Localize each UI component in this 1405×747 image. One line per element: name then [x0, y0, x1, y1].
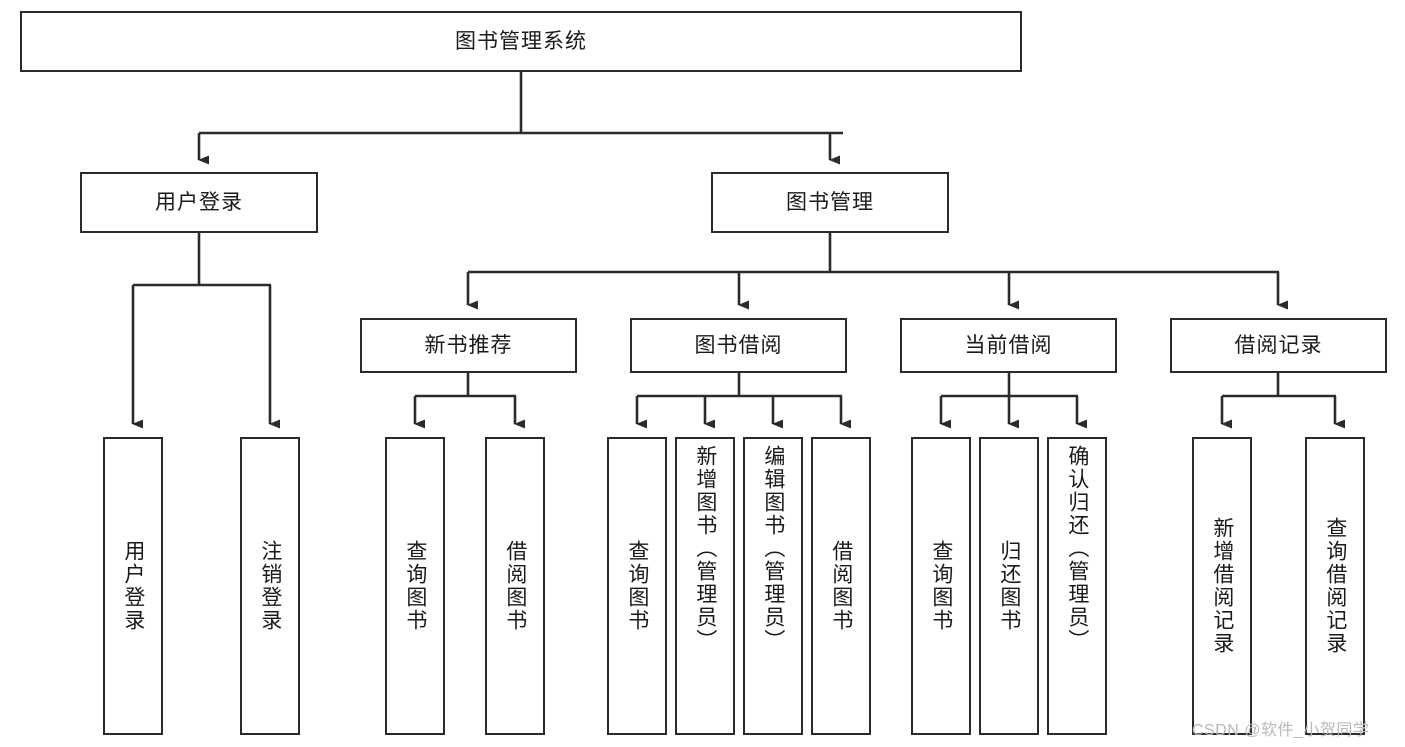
node-borrow-record[interactable]: 借阅记录: [1170, 318, 1387, 373]
node-leaf-query-book-2-label: 查询图书: [625, 540, 649, 632]
node-leaf-query-book-3[interactable]: 查询图书: [911, 437, 971, 735]
node-leaf-borrow-book-2-label: 借阅图书: [829, 540, 853, 632]
node-current-borrow-label: 当前借阅: [964, 333, 1053, 357]
node-leaf-query-record-label: 查询借阅记录: [1323, 517, 1347, 655]
node-leaf-borrow-book-1-label: 借阅图书: [503, 540, 527, 632]
node-current-borrow[interactable]: 当前借阅: [900, 318, 1117, 373]
node-leaf-return-book-label: 归还图书: [997, 540, 1021, 632]
node-new-book-rec-label: 新书推荐: [424, 333, 513, 357]
node-leaf-edit-book[interactable]: 编辑图书（管理员）: [743, 437, 803, 735]
node-leaf-query-book-1[interactable]: 查询图书: [385, 437, 445, 735]
node-root[interactable]: 图书管理系统: [20, 11, 1022, 72]
csdn-watermark: CSDN @软件_小贺同学: [1192, 722, 1370, 739]
node-leaf-query-record[interactable]: 查询借阅记录: [1305, 437, 1365, 735]
node-leaf-logout-login-label: 注销登录: [258, 540, 282, 632]
node-leaf-add-book-label: 新增图书（管理员）: [693, 445, 717, 652]
node-leaf-user-login-label: 用户登录: [121, 540, 145, 632]
node-leaf-borrow-book-1[interactable]: 借阅图书: [485, 437, 545, 735]
node-new-book-rec[interactable]: 新书推荐: [360, 318, 577, 373]
node-root-label: 图书管理系统: [455, 29, 587, 53]
node-book-borrow-label: 图书借阅: [694, 333, 783, 357]
node-leaf-add-record[interactable]: 新增借阅记录: [1192, 437, 1252, 735]
node-leaf-add-book[interactable]: 新增图书（管理员）: [675, 437, 735, 735]
node-user-login[interactable]: 用户登录: [80, 172, 318, 233]
node-leaf-borrow-book-2[interactable]: 借阅图书: [811, 437, 871, 735]
node-leaf-add-record-label: 新增借阅记录: [1210, 517, 1234, 655]
node-user-login-label: 用户登录: [155, 190, 243, 214]
node-leaf-query-book-3-label: 查询图书: [929, 540, 953, 632]
node-leaf-query-book-2[interactable]: 查询图书: [607, 437, 667, 735]
node-leaf-edit-book-label: 编辑图书（管理员）: [761, 445, 785, 652]
node-leaf-return-book[interactable]: 归还图书: [979, 437, 1039, 735]
node-book-borrow[interactable]: 图书借阅: [630, 318, 847, 373]
node-leaf-confirm-return-label: 确认归还（管理员）: [1065, 445, 1089, 652]
node-book-manage-label: 图书管理: [786, 190, 874, 214]
node-borrow-record-label: 借阅记录: [1234, 333, 1323, 357]
node-leaf-user-login[interactable]: 用户登录: [103, 437, 163, 735]
node-leaf-confirm-return[interactable]: 确认归还（管理员）: [1047, 437, 1107, 735]
node-leaf-logout-login[interactable]: 注销登录: [240, 437, 300, 735]
node-book-manage[interactable]: 图书管理: [711, 172, 949, 233]
node-leaf-query-book-1-label: 查询图书: [403, 540, 427, 632]
